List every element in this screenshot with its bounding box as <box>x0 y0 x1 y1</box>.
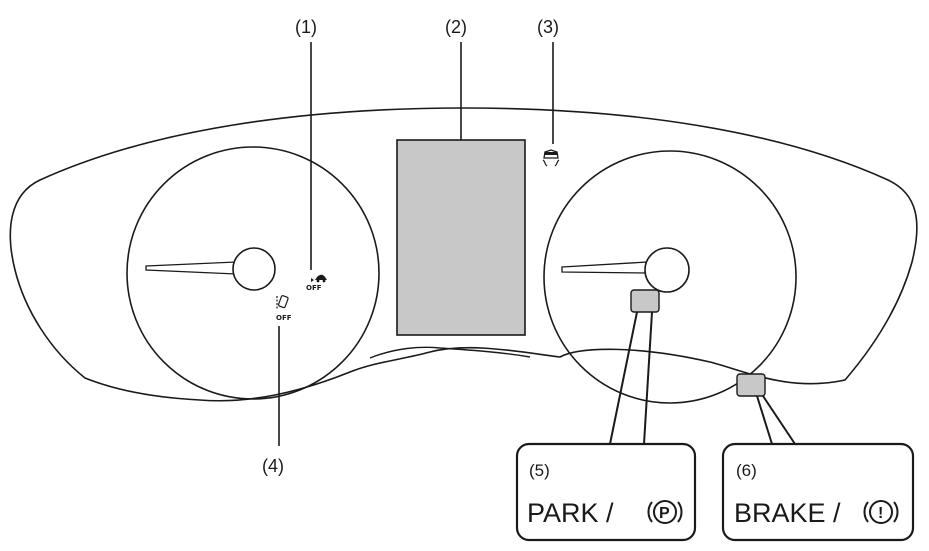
brake-symbol-mark: ! <box>878 505 883 522</box>
indicator-4-off-text: OFF <box>276 314 292 322</box>
park-symbol-letter: P <box>659 505 670 522</box>
center-display <box>396 139 526 336</box>
park-leader-left <box>609 311 638 445</box>
lane-departure-off-icon: OFF <box>276 295 292 322</box>
right-gauge-needle <box>561 261 649 274</box>
brake-leader-left <box>756 395 773 445</box>
indicator-1-off-text: OFF <box>306 284 322 292</box>
right-gauge-dial <box>543 150 797 404</box>
skid-traction-icon <box>542 149 560 167</box>
cluster-inner-contour <box>369 346 531 359</box>
callout-label-3: (3) <box>537 17 559 37</box>
park-leader-right <box>643 311 653 445</box>
callout-label-4: (4) <box>262 456 284 476</box>
cluster-housing-outline <box>9 107 918 402</box>
brake-lamp <box>736 373 766 397</box>
callout-label-5: (5) <box>529 461 550 480</box>
callout-label-6: (6) <box>736 461 757 480</box>
brake-warning-symbol-icon: ! <box>863 500 899 524</box>
park-brake-symbol-icon: P <box>647 500 683 524</box>
callout-label-2: (2) <box>445 17 467 37</box>
brake-leader-right <box>762 395 796 445</box>
left-gauge-needle <box>145 261 237 275</box>
park-label: PARK / <box>527 498 614 528</box>
callout-label-1: (1) <box>295 17 317 37</box>
left-gauge-dial <box>126 146 380 400</box>
brake-label: BRAKE / <box>734 498 841 528</box>
brake-callout-box: (6) BRAKE / ! <box>721 442 915 542</box>
park-callout-box: (5) PARK / P <box>515 442 697 542</box>
left-gauge-hub <box>232 247 276 291</box>
vehicle-dynamics-control-off-icon: OFF <box>306 274 327 292</box>
park-lamp <box>630 289 660 313</box>
right-gauge-hub <box>644 247 690 293</box>
